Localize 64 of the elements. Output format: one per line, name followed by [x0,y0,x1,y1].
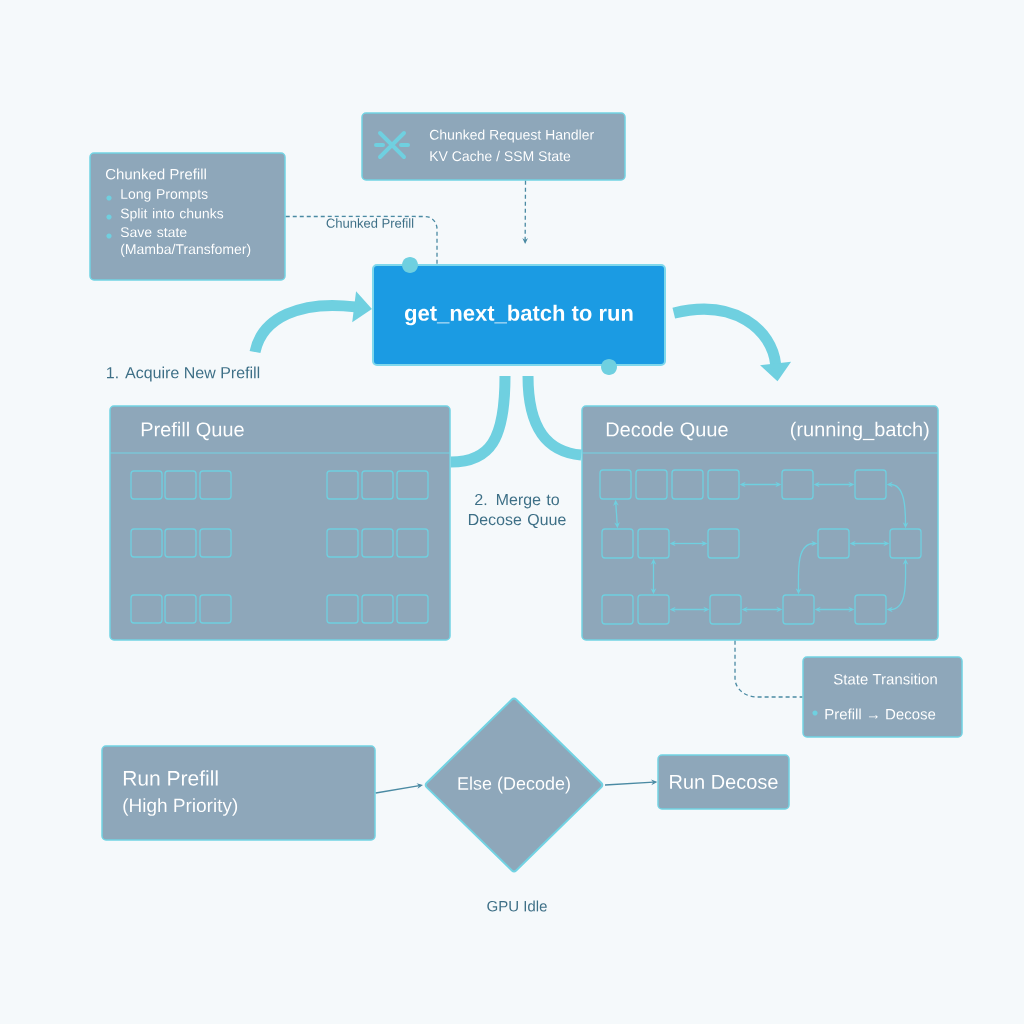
queue-slot [599,469,632,500]
queue-slot [164,470,197,500]
bullet-item: Long Prompts [106,189,208,202]
process-box [372,264,666,366]
queue-slot [199,528,232,558]
queue-slot [782,594,815,625]
queue-slot [709,594,742,625]
queue-slot [326,594,359,624]
handler-box [361,112,626,181]
queue-slot [326,528,359,558]
handler-text: Chunked Request Handler [429,129,594,143]
queue-slot [164,528,197,558]
queue-slot [361,528,394,558]
queue-slot [130,470,163,500]
queue-slot [637,528,670,559]
process-box [101,745,376,841]
bullet-item: Prefill → Decose [812,708,936,720]
arrow [375,783,423,794]
diamond-text: Else (Decode) [458,776,570,794]
queue-panel [581,405,939,641]
queue-slot [199,594,232,624]
state-box [802,656,963,738]
queue-slot [637,594,670,625]
queue-panel [109,405,451,641]
queue-slot [707,528,740,559]
bullet-item: Split into chunks [106,208,224,222]
panel-heading: Prefill Quue [141,421,244,441]
dashed-connector [285,215,438,265]
queue-slot [130,594,163,624]
queue-slot [707,469,740,500]
queue-slot [889,528,922,559]
queue-slot [781,469,814,500]
queue-slot [199,470,232,500]
panel-heading: (running_batch) [790,421,929,441]
box-title: (High Priority) [123,798,238,816]
queue-slot [396,594,429,624]
queue-slot [164,594,197,624]
box-heading: State Transition [833,673,937,685]
panel-heading: Decode Quue [606,421,728,441]
box-title: Run Decose [670,775,778,789]
box-title: get_next_batch to run [405,304,633,326]
queue-slot [130,528,163,558]
box-title: Run Prefill [123,770,218,786]
queue-slot [854,469,887,500]
card-heading: Chunked Prefill [105,168,206,180]
bullet-item: Save state (Mamba/Transfomer) [106,227,251,257]
dashed-connector [734,640,803,698]
queue-slot [361,594,394,624]
queue-slot [635,469,668,500]
edge-label: Chunked Prefill [324,217,416,229]
queue-slot [817,528,850,559]
node-label: GPU Idle [487,900,547,912]
queue-slot [601,528,634,559]
queue-slot [361,470,394,500]
queue-slot [396,528,429,558]
edge-label: 2. Merge to Decose Quue [461,492,573,530]
queue-slot [854,594,887,625]
queue-slot [601,594,634,625]
queue-slot [326,470,359,500]
queue-slot [396,470,429,500]
info-card [89,152,286,281]
process-box [657,754,790,810]
handler-text: KV Cache / SSM State [430,150,571,162]
queue-slot [671,469,704,500]
